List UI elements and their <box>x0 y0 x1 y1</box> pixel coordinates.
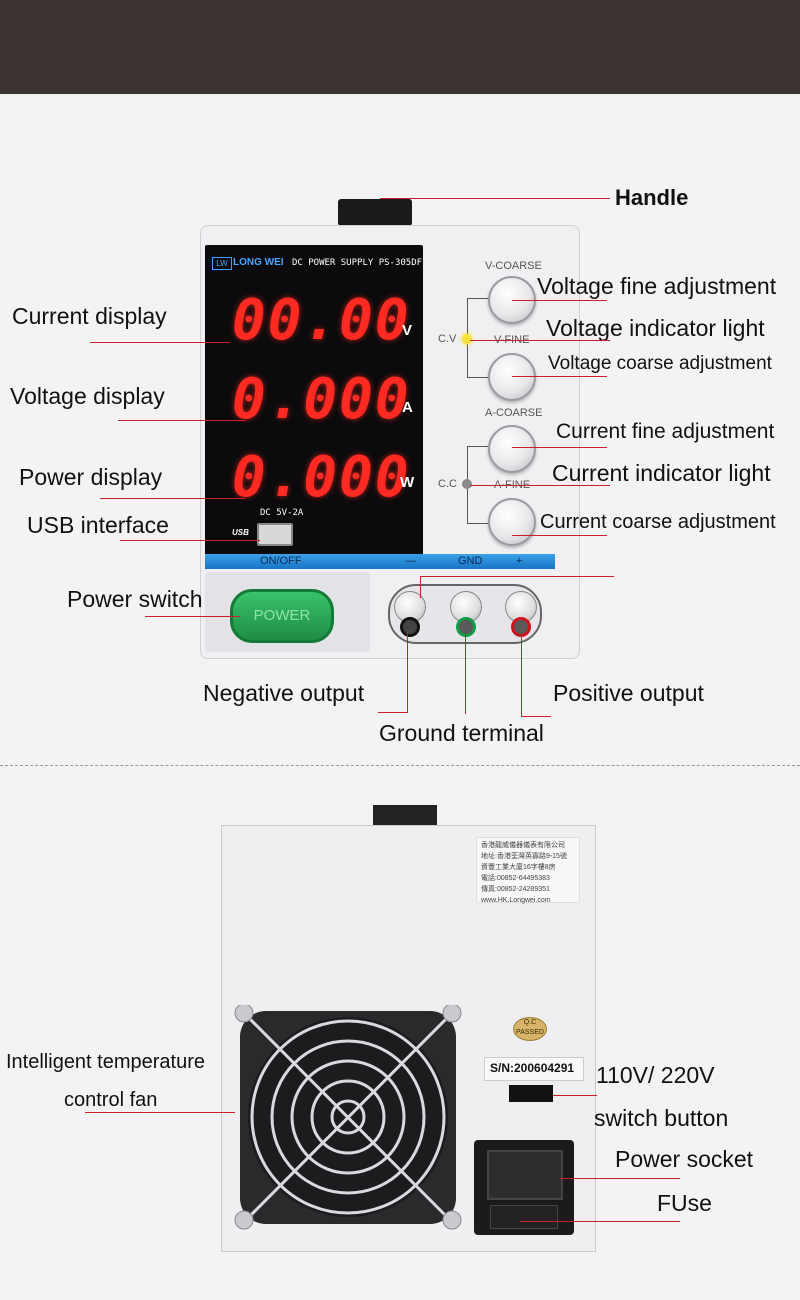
a-coarse-label: A-COARSE <box>485 407 543 419</box>
leader-gnd-bar-drop <box>420 576 421 598</box>
current-indicator-led <box>462 479 472 489</box>
callout-voltage-coarse: Voltage coarse adjustment <box>548 353 772 374</box>
leader-current-coarse <box>512 535 607 536</box>
model-name: DC POWER SUPPLY PS-305DF <box>292 258 423 268</box>
qc-passed-sticker: Q.C PASSED <box>513 1017 547 1041</box>
callout-power-socket: Power socket <box>615 1146 754 1172</box>
callout-current-fine: Current fine adjustment <box>556 420 775 443</box>
callout-voltage-fine: Voltage fine adjustment <box>537 273 777 299</box>
callout-positive-output: Positive output <box>553 680 704 706</box>
leader-positive-output-h <box>521 716 551 717</box>
callout-switch-line1: 110V/ 220V <box>596 1062 715 1088</box>
power-readout: 0.000 <box>232 445 411 510</box>
serial-plate <box>484 1057 584 1081</box>
minus-label: — <box>405 555 416 567</box>
sticker-line: 傳真:00852-24289351 <box>481 886 550 893</box>
sticker-line: 電話:00852-64495383 <box>481 875 550 882</box>
plus-label: + <box>516 555 523 567</box>
cv-label: C.V <box>438 333 457 345</box>
leader-negative-output <box>407 632 408 712</box>
leader-switch <box>553 1095 597 1096</box>
callout-usb-interface: USB interface <box>27 512 169 538</box>
brand-logo: LW <box>212 257 232 270</box>
leader-fan <box>85 1112 235 1113</box>
fuse-holder[interactable] <box>490 1205 558 1229</box>
callout-handle: Handle <box>615 185 689 210</box>
voltage-readout: 00.00 <box>232 288 411 353</box>
leader-current-display <box>90 342 230 343</box>
section-divider <box>0 765 800 766</box>
callout-voltage-indicator: Voltage indicator light <box>546 315 765 341</box>
current-unit: A <box>402 399 413 416</box>
usb-port[interactable] <box>257 523 293 546</box>
leader-voltage-display <box>118 420 246 421</box>
voltage-coarse-knob[interactable] <box>488 353 536 401</box>
sticker-line: www.HK.Longwei.com <box>481 897 551 904</box>
onoff-label: ON/OFF <box>260 555 302 567</box>
address-sticker: 香港龍威儀器儀表有限公司 地址:香港荃灣英寡路9-15號 資豐工業大廈16字樓8… <box>476 837 580 904</box>
leader-fuse <box>520 1221 680 1222</box>
callout-fan-line2: control fan <box>64 1089 158 1111</box>
negative-jack <box>400 617 420 637</box>
cooling-fan <box>234 1005 462 1230</box>
callout-power-display: Power display <box>19 464 163 490</box>
gnd-label: GND <box>458 555 483 567</box>
sticker-line: 地址:香港荃灣英寡路9-15號 <box>481 853 567 860</box>
sticker-line: 資豐工業大廈16字樓8房 <box>481 864 556 871</box>
callout-current-coarse: Current coarse adjustment <box>540 511 776 533</box>
sticker-line: 香港龍威儀器儀表有限公司 <box>481 842 565 849</box>
leader-gnd-bar <box>420 576 614 577</box>
leader-negative-output-h <box>378 712 408 713</box>
current-fine-knob[interactable] <box>488 425 536 473</box>
callout-switch-line2: switch button <box>594 1105 729 1131</box>
callout-current-display: Current display <box>12 303 167 329</box>
callout-ground-terminal: Ground terminal <box>379 720 544 746</box>
carry-handle <box>338 199 412 226</box>
power-inlet[interactable] <box>487 1150 563 1200</box>
callout-negative-output: Negative output <box>203 680 365 706</box>
leader-voltage-fine <box>512 300 607 301</box>
leader-current-indicator <box>470 485 610 486</box>
callout-voltage-display: Voltage display <box>10 383 165 409</box>
current-coarse-knob[interactable] <box>488 498 536 546</box>
v-coarse-label: V-COARSE <box>485 260 542 272</box>
ground-jack <box>456 617 476 637</box>
front-label-bar <box>205 554 555 569</box>
leader-voltage-coarse <box>512 376 607 377</box>
rear-handle <box>373 805 437 827</box>
leader-usb-interface <box>120 540 260 541</box>
leader-power-switch <box>145 616 240 617</box>
brand-name: LONG WEI <box>233 257 284 268</box>
leader-power-display <box>100 498 245 499</box>
voltage-indicator-led <box>462 334 472 344</box>
top-banner <box>0 0 800 94</box>
power-button[interactable]: POWER <box>230 589 334 643</box>
leader-ground-terminal <box>465 632 466 714</box>
voltage-select-switch[interactable] <box>509 1085 553 1102</box>
serial-number: S/N:200604291 <box>490 1061 575 1075</box>
brand-logo-text: LW <box>216 259 228 268</box>
current-readout: 0.000 <box>232 367 411 432</box>
callout-power-switch: Power switch <box>67 586 203 612</box>
power-unit: W <box>400 474 415 491</box>
leader-power-socket <box>560 1178 680 1179</box>
display-panel <box>205 245 423 555</box>
callout-current-indicator: Current indicator light <box>552 460 771 486</box>
callout-fan-line1: Intelligent temperature <box>6 1051 206 1073</box>
leader-voltage-indicator <box>470 340 610 341</box>
usb-rating: DC 5V-2A <box>260 508 304 518</box>
leader-current-fine <box>512 447 607 448</box>
voltage-unit: V <box>402 322 413 339</box>
usb-label: USB <box>232 528 249 537</box>
leader-positive-output <box>521 632 522 716</box>
cc-label: C.C <box>438 478 457 490</box>
callout-fuse: FUse <box>657 1190 712 1216</box>
leader-handle <box>380 198 610 199</box>
